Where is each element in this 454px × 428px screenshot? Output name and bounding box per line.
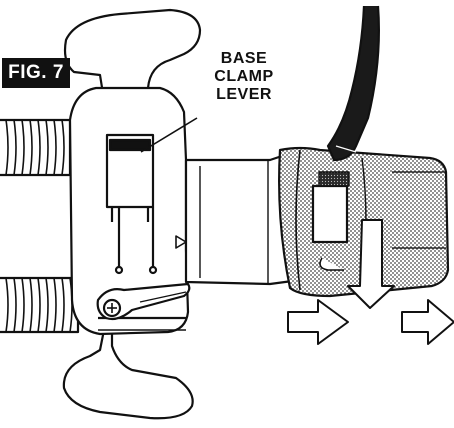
top-handle <box>63 8 202 102</box>
figure-label: FIG. 7 <box>2 58 70 88</box>
bottom-handle <box>62 328 194 420</box>
callout-leader-line <box>140 117 198 153</box>
callout-line-2: CLAMP <box>214 68 274 85</box>
dust-hose-upper <box>0 118 72 177</box>
dust-hose-lower <box>0 276 80 334</box>
callout-line-1: BASE <box>220 50 268 67</box>
triangle-indicator-icon <box>175 235 187 249</box>
base-clamp-lever <box>105 133 158 275</box>
clamp-lever-arm <box>96 282 191 321</box>
power-cord <box>326 5 380 162</box>
motor-switch-window <box>311 184 349 244</box>
callout-line-3: LEVER <box>216 86 272 103</box>
down-arrow-icon <box>347 219 395 309</box>
right-arrow-icon <box>401 299 454 345</box>
base-clamp-lever-callout: BASE CLAMP LEVER <box>204 50 284 104</box>
router-base <box>68 86 190 336</box>
right-arrow-icon <box>287 299 349 345</box>
